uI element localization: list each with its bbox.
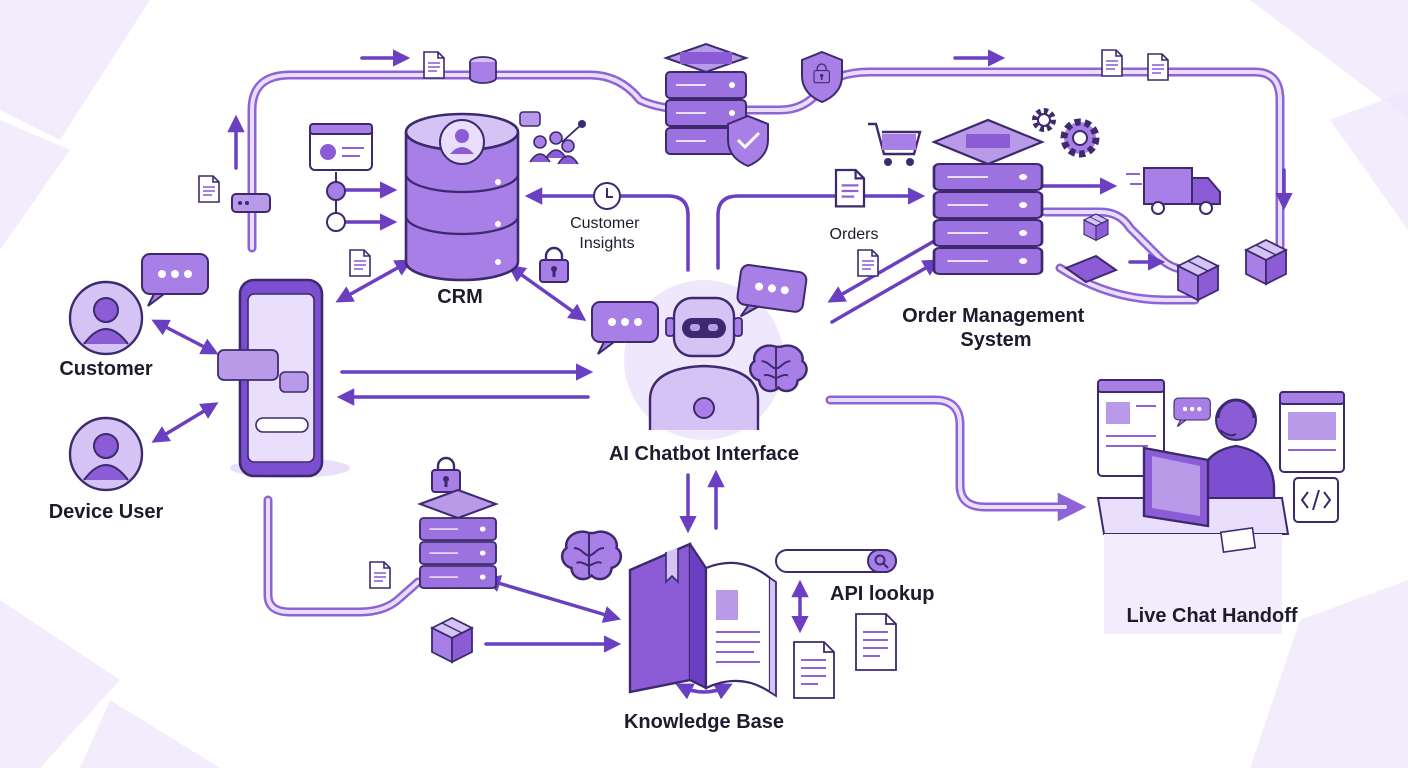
lock-icon xyxy=(538,246,570,284)
customer-node: Customer xyxy=(59,253,209,380)
flow-nodes-icon xyxy=(326,172,346,232)
live-chat-label: Live Chat Handoff xyxy=(1126,605,1297,627)
orders-label: Orders xyxy=(830,226,879,243)
document-icon xyxy=(1101,49,1123,77)
code-window-icon xyxy=(1293,477,1339,523)
oms-server-icon xyxy=(931,118,1045,276)
document-icon xyxy=(349,249,371,277)
book-icon xyxy=(628,542,777,698)
device-user-label: Device User xyxy=(49,501,164,523)
brain-icon xyxy=(560,530,623,581)
gear-icon xyxy=(1032,108,1056,132)
search-bar-icon xyxy=(775,549,897,573)
document-icon xyxy=(834,168,866,208)
robot-icon xyxy=(648,296,760,430)
device-user-avatar-icon xyxy=(68,416,144,492)
profile-card-icon xyxy=(309,123,373,171)
database-small-icon xyxy=(469,56,497,84)
customer-avatar-icon xyxy=(68,280,144,356)
customer-insights-label: Customer Insights xyxy=(570,215,644,252)
document-icon xyxy=(423,51,445,79)
document-icon xyxy=(198,175,220,203)
team-network-icon xyxy=(519,111,586,165)
chatbot-label: AI Chatbot Interface xyxy=(609,443,799,465)
knowledge-base-label: Knowledge Base xyxy=(624,711,784,733)
chat-bubble-icon xyxy=(1173,397,1211,428)
api-lookup-label: API lookup xyxy=(830,583,934,605)
oms-label: Order Management System xyxy=(902,305,1090,351)
connector-arrows xyxy=(151,49,1293,700)
desk-monitor-icon xyxy=(1096,446,1290,634)
document-icon xyxy=(857,249,879,277)
device-user-node: Device User xyxy=(49,416,164,523)
kb-server-icon xyxy=(417,456,499,590)
box-small-icon xyxy=(1083,213,1109,241)
router-icon xyxy=(231,193,271,213)
brain-icon xyxy=(749,344,808,393)
shield-check-icon xyxy=(727,114,769,168)
delivery-truck-icon xyxy=(1126,167,1221,215)
server-rack-icon xyxy=(662,42,750,155)
card-reader-icon xyxy=(1063,254,1119,284)
chatbot-node: AI Chatbot Interface xyxy=(591,263,809,465)
package-box-icon xyxy=(1177,255,1219,301)
document-icon xyxy=(369,561,391,589)
package-box-icon xyxy=(1245,239,1287,285)
shield-lock-icon xyxy=(801,50,843,104)
clock-icon xyxy=(593,182,621,210)
chat-bubble-icon xyxy=(141,253,209,307)
browser-window-icon xyxy=(1279,391,1345,473)
document-icon xyxy=(1147,53,1169,81)
shopping-cart-icon xyxy=(868,122,922,166)
document-icon xyxy=(793,641,835,699)
gear-icon xyxy=(1060,118,1100,158)
live-chat-node: Live Chat Handoff xyxy=(1096,379,1345,634)
crm-label: CRM xyxy=(437,286,483,308)
crm-database-icon xyxy=(404,112,520,282)
package-box-icon xyxy=(431,617,473,663)
smartphone-icon xyxy=(217,278,350,478)
document-icon xyxy=(855,613,897,671)
crm-node: CRM xyxy=(404,112,520,308)
customer-label: Customer xyxy=(59,358,153,380)
